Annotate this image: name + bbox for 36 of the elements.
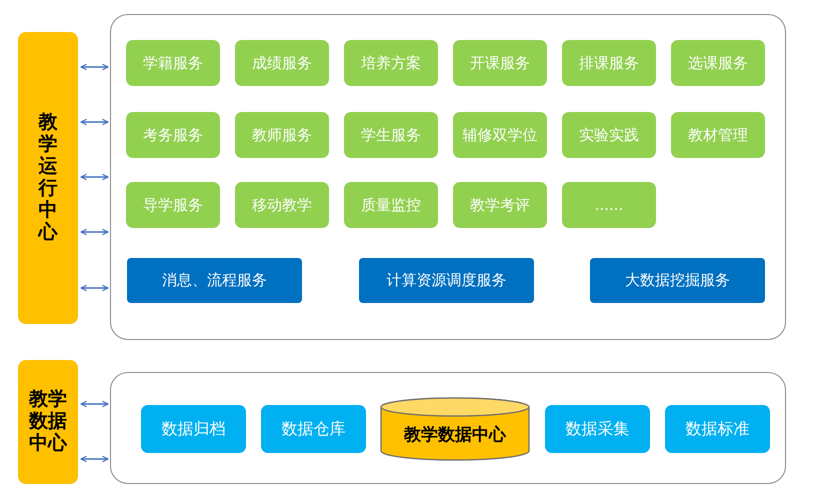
double-arrow [80,456,109,462]
data-box: 数据归档 [141,405,246,453]
double-arrow [80,64,109,70]
service-box: 培养方案 [344,40,438,86]
service-box: 教材管理 [671,112,765,158]
service-box: 教师服务 [235,112,329,158]
service-box: 考务服务 [126,112,220,158]
platform-service-box: 大数据挖掘服务 [590,258,765,303]
service-box: 教学考评 [453,182,547,228]
database-cylinder: 教学数据中心 [380,398,530,460]
service-box: 开课服务 [453,40,547,86]
platform-service-box: 计算资源调度服务 [359,258,534,303]
service-box: 质量监控 [344,182,438,228]
service-box: 选课服务 [671,40,765,86]
data-box: 数据仓库 [261,405,366,453]
platform-service-box: 消息、流程服务 [127,258,302,303]
service-box: 排课服务 [562,40,656,86]
double-arrow [80,400,109,408]
double-arrow [80,174,109,180]
center-label-bar: 教学数据中心 [18,360,78,484]
group-panel [110,14,786,340]
service-box: 移动教学 [235,182,329,228]
center-label-bar: 教学运行中心 [18,32,78,324]
service-box: 导学服务 [126,182,220,228]
double-arrow [80,228,109,236]
service-box: ...... [562,182,656,228]
service-box: 成绩服务 [235,40,329,86]
service-box: 学生服务 [344,112,438,158]
service-box: 辅修双学位 [453,112,547,158]
data-box: 数据标准 [665,405,770,453]
data-box: 数据采集 [545,405,650,453]
service-box: 实验实践 [562,112,656,158]
group-panel [110,372,786,484]
service-box: 学籍服务 [126,40,220,86]
double-arrow [80,284,109,292]
double-arrow [80,118,109,126]
